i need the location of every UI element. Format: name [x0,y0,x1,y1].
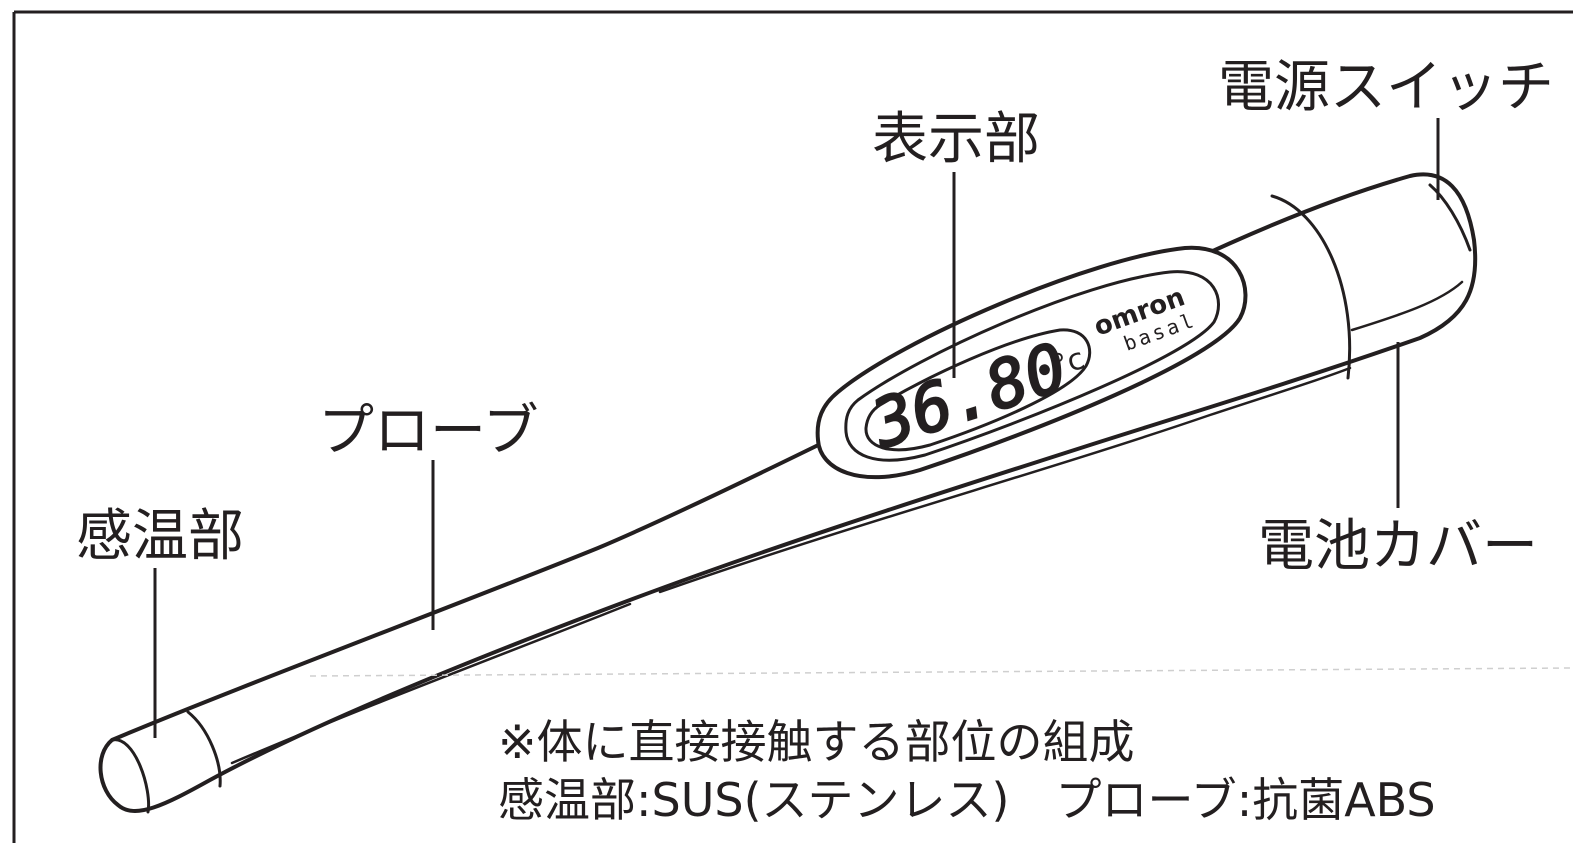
label-display: 表示部 [872,107,1040,172]
label-power-switch: 電源スイッチ [1218,55,1554,120]
label-battery-cover: 電池カバー [1258,514,1538,579]
battery-cover-seam [1270,194,1352,380]
cap-inner-line [1350,280,1464,332]
sensor-band [186,710,222,788]
scan-artifact-line [309,667,1573,677]
frame-border [12,10,1573,843]
body-lower-line [658,366,1352,594]
note-line-2: 感温部:SUS(ステンレス) プローブ:抗菌ABS [498,773,1436,827]
lcd-screen [864,328,1092,452]
label-probe: プローブ [318,399,539,464]
thermometer-body [98,172,1478,814]
probe-inner-line [230,602,632,765]
power-switch-end [1428,183,1472,252]
leader-lines [153,118,1440,738]
sensor-tip-end [110,738,151,814]
note-line-1: ※体に直接接触する部位の組成 [498,715,1135,769]
label-sensor: 感温部 [76,504,244,569]
